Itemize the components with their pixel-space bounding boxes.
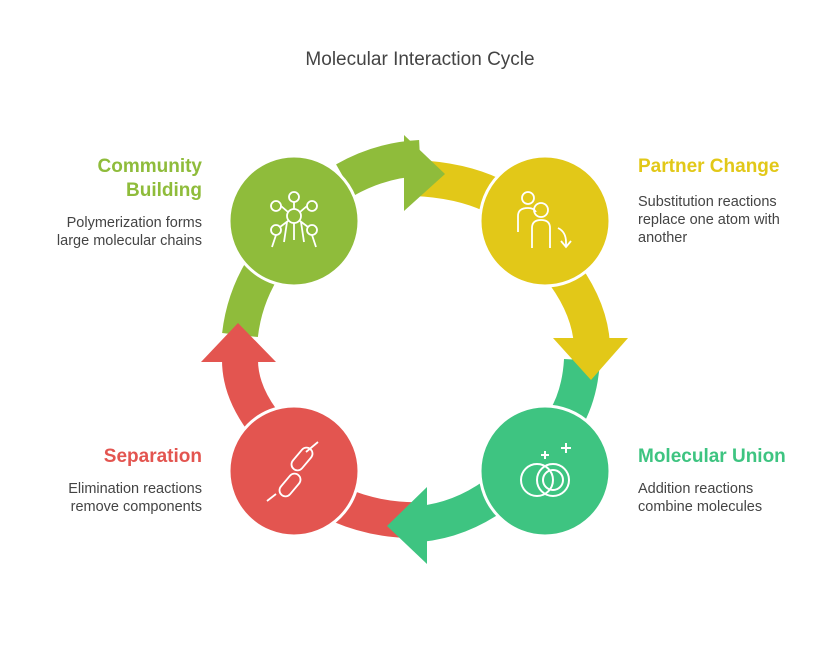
rings-plus-icon [520,443,571,497]
partner-change-desc-line2: replace one atom with [638,212,780,228]
swap-people-icon [517,191,572,249]
community-building-circle [227,154,361,288]
molecular-union-circle [478,404,612,538]
molecule-network-icon [270,191,318,248]
partner-change-desc-line3: another [638,230,688,246]
arrow-head-to-partner [404,135,445,211]
arc-separation-to-community [222,359,277,431]
arc-union-to-separation [417,480,506,542]
community-building-desc-line2: large molecular chains [56,233,202,249]
molecular-union-desc-line2: combine molecules [638,499,763,515]
partner-change-label: Partner Change [638,156,780,177]
separation-desc: Elimination reactions remove components [20,480,202,516]
partner-change-desc-line1: Substitution reactions [638,194,777,210]
partner-change-desc: Substitution reactions replace one atom … [638,193,828,247]
community-building-desc-line1: Polymerization forms [66,215,202,231]
separation-desc-line1: Elimination reactions [68,481,202,497]
broken-chain-icon [266,441,319,502]
community-building-label-line2: Building [126,180,202,201]
arrow-head-to-community [201,323,276,362]
arc-separation-to-community-tail [222,260,278,338]
separation-desc-line2: remove components [70,499,202,515]
molecular-union-label: Molecular Union [638,446,786,467]
community-building-desc: Polymerization forms large molecular cha… [20,214,202,250]
molecular-union-desc-line1: Addition reactions [638,481,754,497]
molecular-union-desc: Addition reactions combine molecules [638,480,828,516]
community-building-label: Community Building [60,155,203,203]
diagram-title: Molecular Interaction Cycle [305,49,535,70]
separation-label: Separation [103,446,202,467]
arrow-head-to-separation [387,487,427,564]
arc-partner-to-union [550,264,610,347]
separation-circle [227,404,361,538]
arrow-head-to-union [553,338,628,380]
community-building-label-line1: Community [97,156,203,177]
